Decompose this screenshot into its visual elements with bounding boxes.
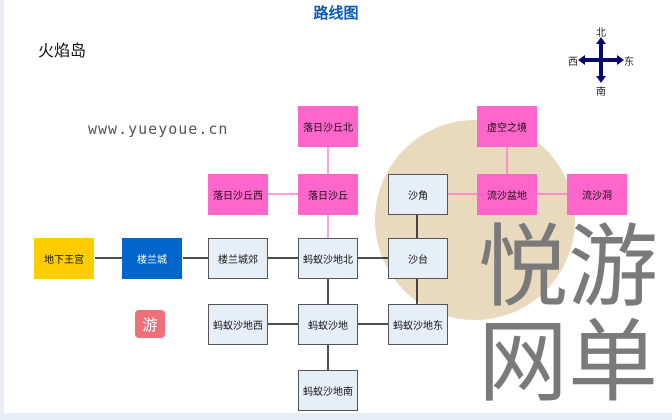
node-dixia-wanggong[interactable]: 地下王宫	[34, 238, 94, 279]
page-title: 路线图	[313, 4, 359, 22]
node-luori-shaqiu[interactable]: 落日沙丘	[298, 174, 358, 215]
node-xukong-zhijing[interactable]: 虚空之境	[477, 106, 537, 147]
compass-north: 北	[596, 28, 606, 39]
node-luori-shaqiu-bei[interactable]: 落日沙丘北	[298, 106, 358, 147]
node-loulan-chengjiao[interactable]: 楼兰城郊	[208, 238, 268, 279]
compass-south: 南	[596, 87, 606, 98]
compass-east: 东	[624, 57, 634, 68]
compass-arrows-icon	[578, 37, 624, 83]
node-luori-shaqiu-xi[interactable]: 落日沙丘西	[208, 174, 268, 215]
node-shajiao[interactable]: 沙角	[388, 174, 448, 215]
node-liusha-pendi[interactable]: 流沙盆地	[477, 174, 537, 215]
node-shatai[interactable]: 沙台	[388, 238, 448, 279]
node-loulan-cheng[interactable]: 楼兰城	[122, 238, 182, 279]
node-mayi-shadi-xi[interactable]: 蚂蚁沙地西	[208, 304, 268, 345]
node-mayi-shadi[interactable]: 蚂蚁沙地	[298, 304, 358, 345]
node-mayi-shadi-nan[interactable]: 蚂蚁沙地南	[298, 370, 358, 411]
node-liusha-dong[interactable]: 流沙洞	[567, 174, 627, 215]
node-mayi-shadi-dong[interactable]: 蚂蚁沙地东	[388, 304, 448, 345]
node-mayi-shadi-bei[interactable]: 蚂蚁沙地北	[298, 238, 358, 279]
left-border	[0, 0, 4, 420]
compass-west: 西	[568, 57, 578, 68]
bottom-border	[0, 413, 672, 420]
compass: 北 南 西 东	[566, 22, 636, 98]
region-name: 火焰岛	[38, 41, 87, 60]
